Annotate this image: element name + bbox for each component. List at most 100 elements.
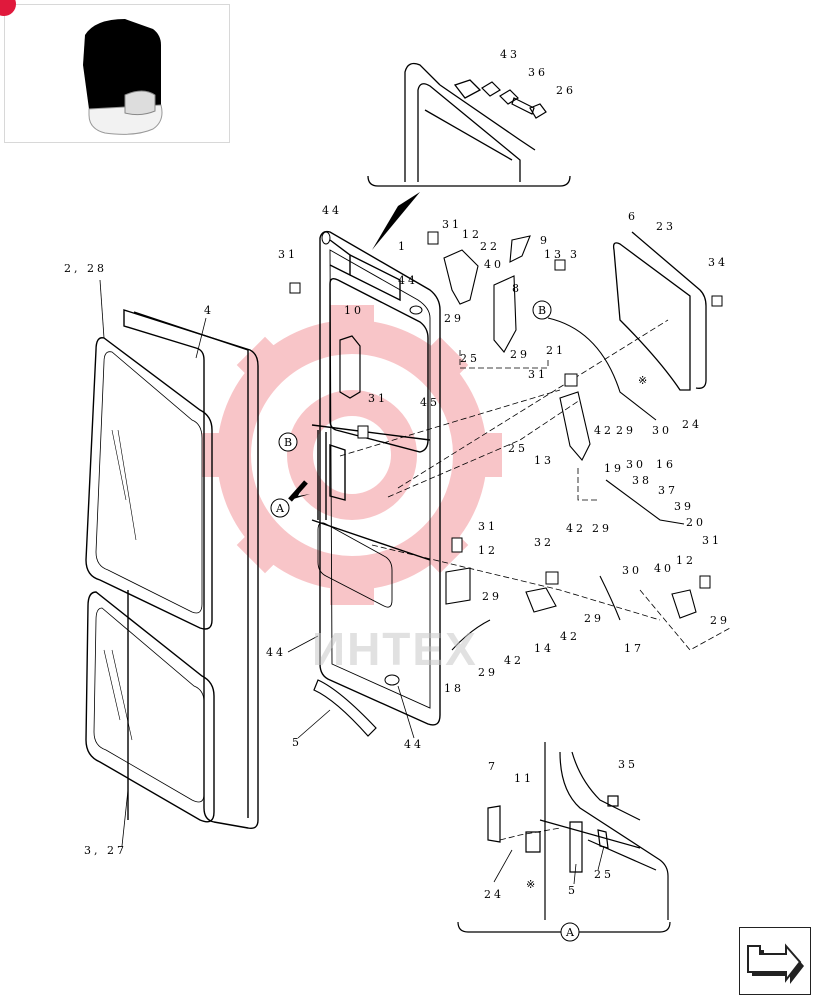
plug-44c-icon xyxy=(321,231,331,245)
svg-text:B: B xyxy=(538,304,546,317)
svg-text:23: 23 xyxy=(656,220,676,233)
svg-text:5: 5 xyxy=(292,736,302,749)
svg-text:37: 37 xyxy=(658,484,678,497)
side-window-6-23 xyxy=(612,231,707,391)
hinge-assembly xyxy=(443,235,697,619)
plug-44-icon xyxy=(384,674,400,686)
svg-text:42: 42 xyxy=(560,630,580,643)
svg-text:7: 7 xyxy=(488,760,498,773)
svg-text:14: 14 xyxy=(534,642,554,655)
svg-text:31: 31 xyxy=(478,520,498,533)
plug-44b-icon xyxy=(409,305,423,315)
svg-text:2, 28: 2, 28 xyxy=(64,262,107,275)
bolt-26-icon xyxy=(481,81,547,119)
svg-text:19: 19 xyxy=(604,462,624,475)
svg-text:8: 8 xyxy=(512,282,522,295)
svg-text:29: 29 xyxy=(478,666,498,679)
svg-text:43: 43 xyxy=(500,48,520,61)
svg-text:38: 38 xyxy=(632,474,652,487)
svg-text:31: 31 xyxy=(702,534,722,547)
svg-text:45: 45 xyxy=(420,396,440,409)
svg-text:25: 25 xyxy=(594,868,614,881)
svg-text:42: 42 xyxy=(566,522,586,535)
svg-text:35: 35 xyxy=(618,758,638,771)
svg-text:36: 36 xyxy=(528,66,548,79)
navigate-button[interactable] xyxy=(739,927,811,995)
svg-text:B: B xyxy=(284,436,292,449)
svg-text:42: 42 xyxy=(504,654,524,667)
svg-text:16: 16 xyxy=(656,458,676,471)
svg-text:12: 12 xyxy=(676,554,696,567)
svg-text:9: 9 xyxy=(540,234,550,247)
watermark-text: ИНТЕХ xyxy=(312,623,478,675)
svg-text:A: A xyxy=(275,502,285,515)
svg-text:30: 30 xyxy=(622,564,642,577)
svg-text:20: 20 xyxy=(686,516,706,529)
part-labels: 43 36 26 44 1 31 12 9 22 40 13 3 8 6 23 … xyxy=(64,48,730,901)
svg-text:13: 13 xyxy=(544,248,564,261)
section-arrow-icon xyxy=(372,192,420,250)
svg-text:44: 44 xyxy=(266,646,286,659)
upper-glass-panel xyxy=(85,309,259,830)
dash-leader-lines xyxy=(339,319,731,841)
top-inset-frame xyxy=(367,62,571,187)
svg-text:29: 29 xyxy=(616,424,636,437)
svg-text:32: 32 xyxy=(534,536,554,549)
svg-text:44: 44 xyxy=(398,274,418,287)
lower-glass-panel xyxy=(85,590,215,823)
svg-text:1: 1 xyxy=(398,240,408,253)
svg-text:39: 39 xyxy=(674,500,694,513)
svg-text:40: 40 xyxy=(484,258,504,271)
bolt-31-icon xyxy=(289,231,723,589)
machine-thumbnail[interactable] xyxy=(4,4,230,143)
svg-text:29: 29 xyxy=(584,612,604,625)
svg-text:31: 31 xyxy=(368,392,388,405)
svg-text:26: 26 xyxy=(556,84,576,97)
svg-text:※: ※ xyxy=(638,374,647,387)
svg-text:24: 24 xyxy=(484,888,504,901)
svg-text:29: 29 xyxy=(592,522,612,535)
svg-text:44: 44 xyxy=(404,738,424,751)
rod-assembly xyxy=(451,317,685,651)
svg-text:34: 34 xyxy=(708,256,728,269)
svg-text:21: 21 xyxy=(546,344,566,357)
svg-text:30: 30 xyxy=(626,458,646,471)
svg-text:25: 25 xyxy=(460,352,480,365)
svg-text:5: 5 xyxy=(568,884,578,897)
svg-text:40: 40 xyxy=(654,562,674,575)
svg-text:31: 31 xyxy=(528,368,548,381)
svg-text:30: 30 xyxy=(652,424,672,437)
svg-text:12: 12 xyxy=(462,228,482,241)
svg-text:13: 13 xyxy=(534,454,554,467)
svg-text:10: 10 xyxy=(344,304,364,317)
svg-text:3, 27: 3, 27 xyxy=(84,844,127,857)
svg-text:44: 44 xyxy=(322,204,342,217)
svg-text:25: 25 xyxy=(508,442,528,455)
svg-text:29: 29 xyxy=(710,614,730,627)
page-marker-badge xyxy=(0,0,16,16)
svg-text:4: 4 xyxy=(204,304,214,317)
svg-text:12: 12 xyxy=(478,544,498,557)
callout-A-left: A xyxy=(270,480,310,518)
callout-B-left: B xyxy=(278,432,298,452)
svg-text:※: ※ xyxy=(526,878,535,891)
leader-lines xyxy=(99,279,605,885)
svg-text:29: 29 xyxy=(444,312,464,325)
svg-text:42: 42 xyxy=(594,424,614,437)
svg-text:24: 24 xyxy=(682,418,702,431)
callout-B-top: B xyxy=(532,300,552,320)
grab-handle-10 xyxy=(339,335,361,399)
callout-A-detail: A xyxy=(560,922,580,942)
svg-text:11: 11 xyxy=(514,772,534,785)
svg-text:6: 6 xyxy=(628,210,638,223)
svg-text:18: 18 xyxy=(444,682,464,695)
svg-text:29: 29 xyxy=(510,348,530,361)
machine-thumbnail-icon xyxy=(83,19,163,135)
svg-text:31: 31 xyxy=(442,218,462,231)
svg-text:22: 22 xyxy=(480,240,500,253)
handle-5 xyxy=(313,679,377,737)
svg-text:31: 31 xyxy=(278,248,298,261)
navigate-arrow-icon xyxy=(747,943,804,984)
svg-text:29: 29 xyxy=(482,590,502,603)
